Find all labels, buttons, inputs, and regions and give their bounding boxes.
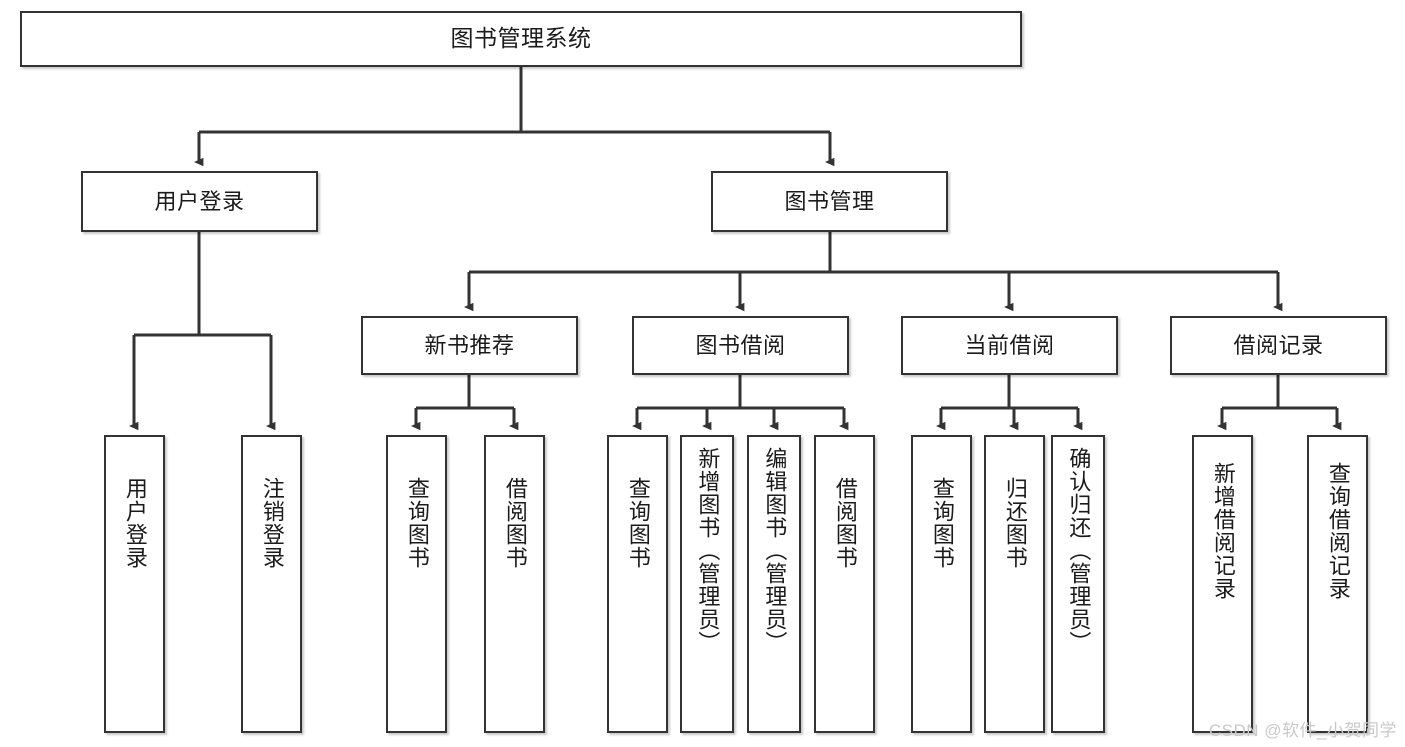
node-label: 查询借阅记录 [1325,462,1351,600]
node-leaf-borrow-book-2[interactable]: 借阅图书 [814,435,875,733]
node-current-borrow[interactable]: 当前借阅 [901,316,1118,375]
node-label: 查询图书 [404,477,430,569]
node-leaf-confirm-return[interactable]: 确认归还（管理员） [1051,435,1105,733]
node-leaf-return-book[interactable]: 归还图书 [984,435,1045,733]
node-label: 图书管理系统 [450,25,592,52]
node-leaf-query-record[interactable]: 查询借阅记录 [1307,435,1368,733]
node-label: 确认归还（管理员） [1066,447,1092,654]
node-label: 当前借阅 [964,332,1055,358]
node-label: 注销登录 [259,477,285,569]
node-leaf-query-book-1[interactable]: 查询图书 [386,435,447,733]
node-label: 编辑图书（管理员） [762,447,788,654]
node-root-system[interactable]: 图书管理系统 [20,11,1022,67]
node-label: 图书借阅 [695,332,786,358]
node-label: 查询图书 [929,477,955,569]
node-leaf-add-book[interactable]: 新增图书（管理员） [680,435,734,733]
node-label: 归还图书 [1002,477,1028,569]
node-borrow-record[interactable]: 借阅记录 [1170,316,1387,375]
node-leaf-user-login[interactable]: 用户登录 [104,435,165,733]
node-leaf-edit-book[interactable]: 编辑图书（管理员） [747,435,801,733]
node-leaf-query-book-2[interactable]: 查询图书 [607,435,668,733]
node-book-borrow[interactable]: 图书借阅 [632,316,849,375]
node-leaf-borrow-book-1[interactable]: 借阅图书 [484,435,545,733]
node-label: 查询图书 [625,477,651,569]
node-label: 新书推荐 [424,332,515,358]
node-leaf-logout[interactable]: 注销登录 [241,435,302,733]
node-label: 借阅记录 [1233,332,1324,358]
node-label: 用户登录 [122,477,148,569]
node-leaf-query-book-3[interactable]: 查询图书 [911,435,972,733]
node-leaf-add-record[interactable]: 新增借阅记录 [1192,435,1253,733]
watermark-text: CSDN @软件_小贺同学 [1208,721,1397,740]
node-label: 新增借阅记录 [1210,462,1236,600]
node-new-book-recommend[interactable]: 新书推荐 [361,316,578,375]
node-label: 借阅图书 [832,477,858,569]
node-label: 用户登录 [154,188,245,214]
node-label: 借阅图书 [502,477,528,569]
node-book-management[interactable]: 图书管理 [711,171,948,232]
node-user-login[interactable]: 用户登录 [81,171,318,232]
node-label: 新增图书（管理员） [695,447,721,654]
node-label: 图书管理 [784,188,875,214]
